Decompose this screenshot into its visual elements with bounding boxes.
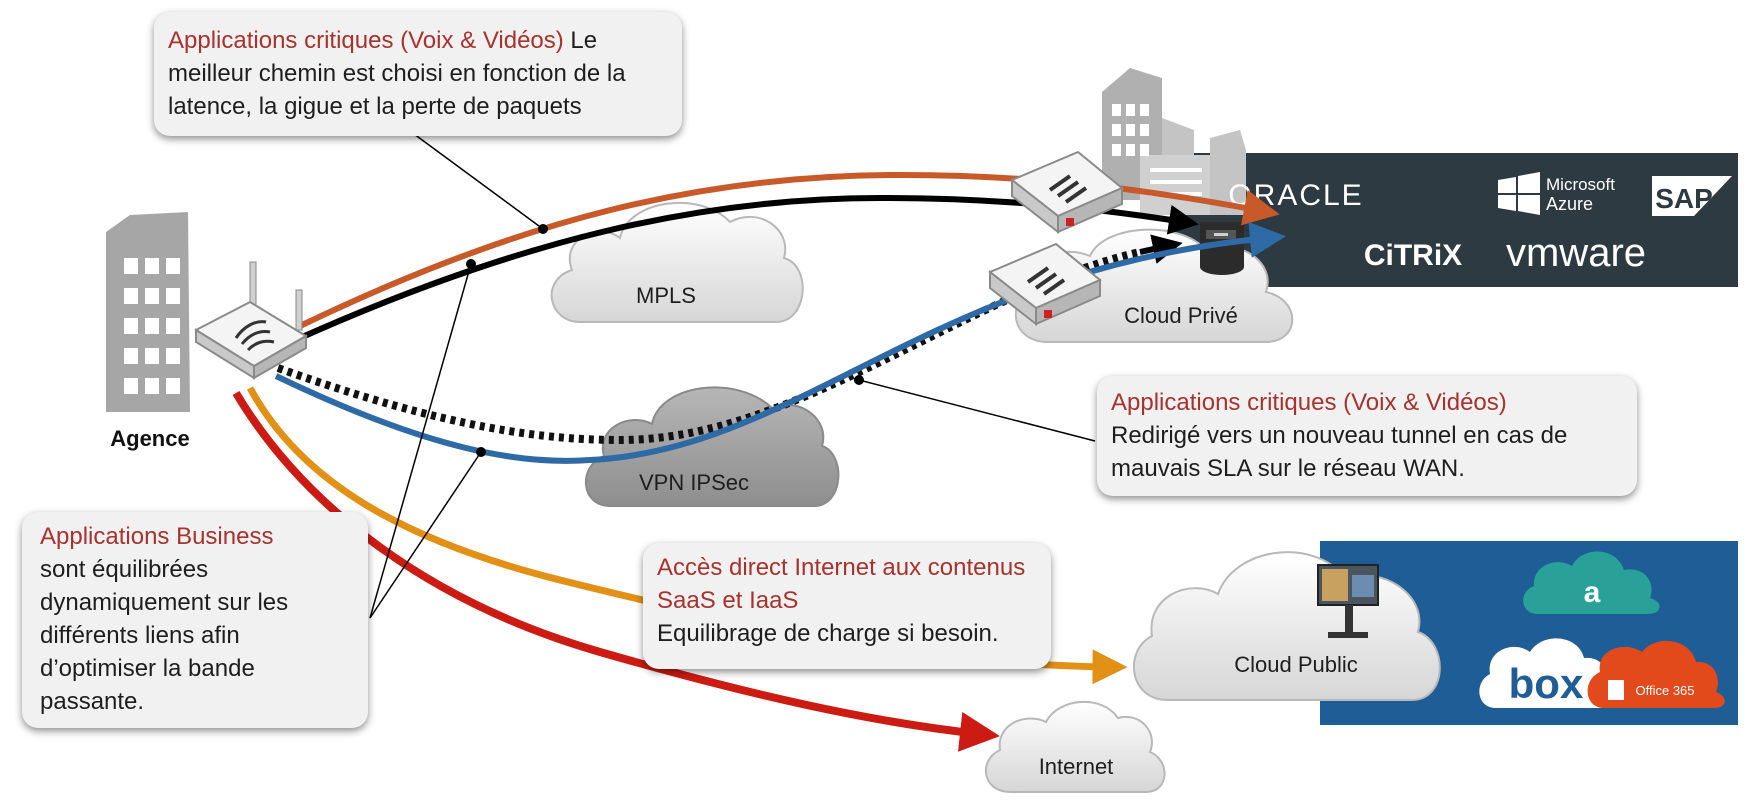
- callout-tunnel-redirect: Applications critiques (Voix & Vidéos) R…: [1097, 376, 1637, 496]
- box-cloud-icon: box: [1479, 638, 1615, 708]
- callout-direct-internet-text: Equilibrage de charge si besoin.: [657, 620, 999, 647]
- internet-label: Internet: [1039, 754, 1114, 779]
- agence-router-icon: [193, 261, 308, 380]
- cloud-public-label: Cloud Public: [1234, 652, 1358, 677]
- callout-best-path-highlight: Applications critiques (Voix & Vidéos): [168, 27, 564, 54]
- windows-logo-icon: [1498, 172, 1540, 215]
- path-vpn-dotted: [276, 248, 1141, 445]
- callout-tunnel-redirect-highlight: Applications critiques (Voix & Vidéos): [1111, 389, 1507, 416]
- path-mpls-orange-red: [298, 171, 1280, 329]
- microsoft-logo-text: Microsoft: [1546, 175, 1615, 194]
- office365-cloud-icon: Office 365: [1587, 640, 1725, 708]
- leader-dot-left-1: [466, 259, 476, 269]
- mpls-label: MPLS: [636, 283, 696, 308]
- leader-line-left-2: [369, 451, 482, 619]
- amazon-cloud-icon: a: [1523, 551, 1660, 614]
- callout-best-path-text: Le meilleur chemin est choisi en fonctio…: [168, 27, 626, 120]
- callout-business-apps-highlight: Applications Business: [40, 523, 274, 550]
- box-logo: box: [1509, 660, 1584, 707]
- leader-dot-top: [538, 224, 548, 234]
- leader-line-top: [413, 133, 544, 230]
- vmware-logo: vmware: [1506, 231, 1646, 275]
- vpn-ipsec-cloud: VPN IPSec: [585, 386, 840, 507]
- agence-label: Agence: [110, 426, 189, 451]
- path-internet-red: [232, 390, 1000, 752]
- sap-logo-shape: [1652, 176, 1732, 216]
- amazon-logo-letter: a: [1584, 576, 1601, 609]
- agence-building-icon: [106, 212, 190, 412]
- leader-line-left-1: [369, 263, 472, 619]
- leader-line-right: [858, 379, 1096, 442]
- callout-business-apps-text: sont équilibrées dynamiquement sur les d…: [40, 556, 289, 715]
- cloud-gateway-router-bottom-icon: [988, 242, 1102, 327]
- leader-dot-left-2: [476, 447, 486, 457]
- mpls-cloud: MPLS: [550, 201, 804, 323]
- cloud-gateway-router-top-icon: [1010, 150, 1124, 235]
- leader-dot-right: [854, 375, 864, 385]
- internet-cloud: Internet: [984, 701, 1166, 793]
- callout-best-path: Applications critiques (Voix & Vidéos) L…: [154, 12, 682, 136]
- callout-direct-internet: Accès direct Internet aux contenus SaaS …: [643, 543, 1051, 669]
- citrix-logo: CiTRiX: [1364, 239, 1462, 272]
- callout-direct-internet-highlight: Accès direct Internet aux contenus SaaS …: [657, 554, 1026, 614]
- vpn-ipsec-label: VPN IPSec: [639, 470, 749, 495]
- callout-tunnel-redirect-text: Redirigé vers un nouveau tunnel en cas d…: [1111, 422, 1568, 482]
- sap-logo: SAP: [1655, 183, 1713, 214]
- callout-business-apps: Applications Business sont équilibrées d…: [22, 512, 368, 728]
- office365-logo: Office 365: [1635, 683, 1694, 698]
- azure-logo-text: Azure: [1546, 194, 1593, 214]
- cloud-prive-label: Cloud Privé: [1124, 303, 1238, 328]
- path-vpn-dotted-arrow: [1139, 234, 1183, 264]
- kiosk-icon: [1317, 564, 1379, 638]
